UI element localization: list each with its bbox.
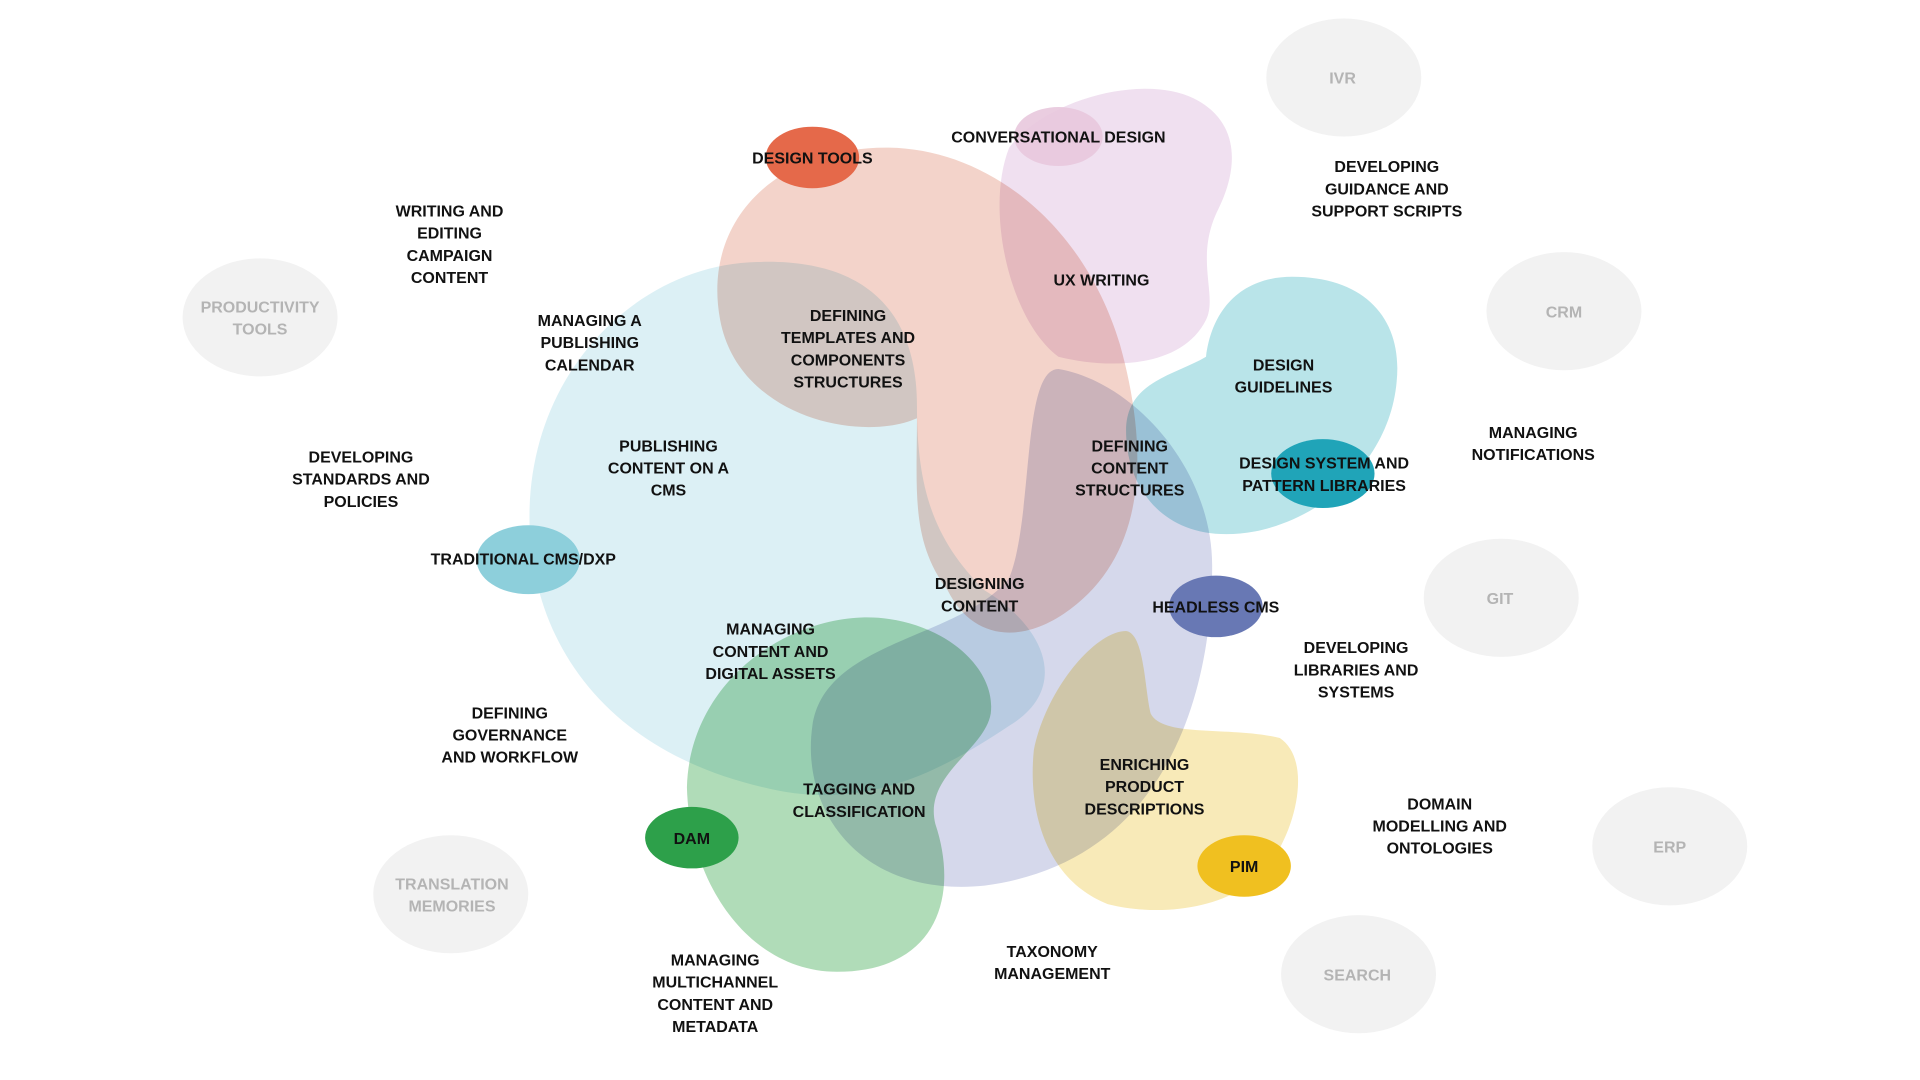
dam-area (686, 617, 992, 972)
pim-dot[interactable] (1197, 835, 1291, 897)
translation-memories-bubble (373, 835, 529, 954)
erp-bubble (1592, 787, 1748, 906)
crm-label: CRM (1546, 304, 1582, 321)
tool-dots (476, 107, 1375, 897)
erp-label: ERP (1653, 839, 1686, 856)
ivr-bubble (1266, 18, 1422, 137)
search-label: SEARCH (1324, 967, 1392, 984)
conversational-design-dot[interactable] (1014, 107, 1103, 167)
git-bubble (1423, 538, 1579, 657)
headless-cms-dot[interactable] (1169, 575, 1263, 638)
dam-dot[interactable] (645, 806, 739, 869)
traditional-cms-label: TRADITIONAL CMS/DXP (431, 552, 617, 569)
dam-label: DAM (674, 831, 710, 848)
search-bubble (1281, 915, 1437, 1034)
design-tools-dot[interactable] (765, 126, 860, 189)
pim-label: PIM (1230, 859, 1258, 876)
traditional-cms-dot[interactable] (476, 525, 580, 595)
design-tools-label: DESIGN TOOLS (752, 151, 873, 168)
ux-writing-label: UX WRITING (1054, 272, 1150, 289)
design-area (717, 147, 1138, 633)
productivity-tools-bubble (182, 258, 338, 377)
external-tools (182, 18, 1748, 1034)
conversational-design-label: CONVERSATIONAL DESIGN (951, 130, 1165, 147)
git-label: GIT (1487, 591, 1514, 608)
headless-cms-label: HEADLESS CMS (1152, 600, 1279, 617)
ivr-label: IVR (1329, 71, 1356, 88)
crm-bubble (1486, 252, 1642, 371)
design-system-dot[interactable] (1271, 439, 1375, 509)
